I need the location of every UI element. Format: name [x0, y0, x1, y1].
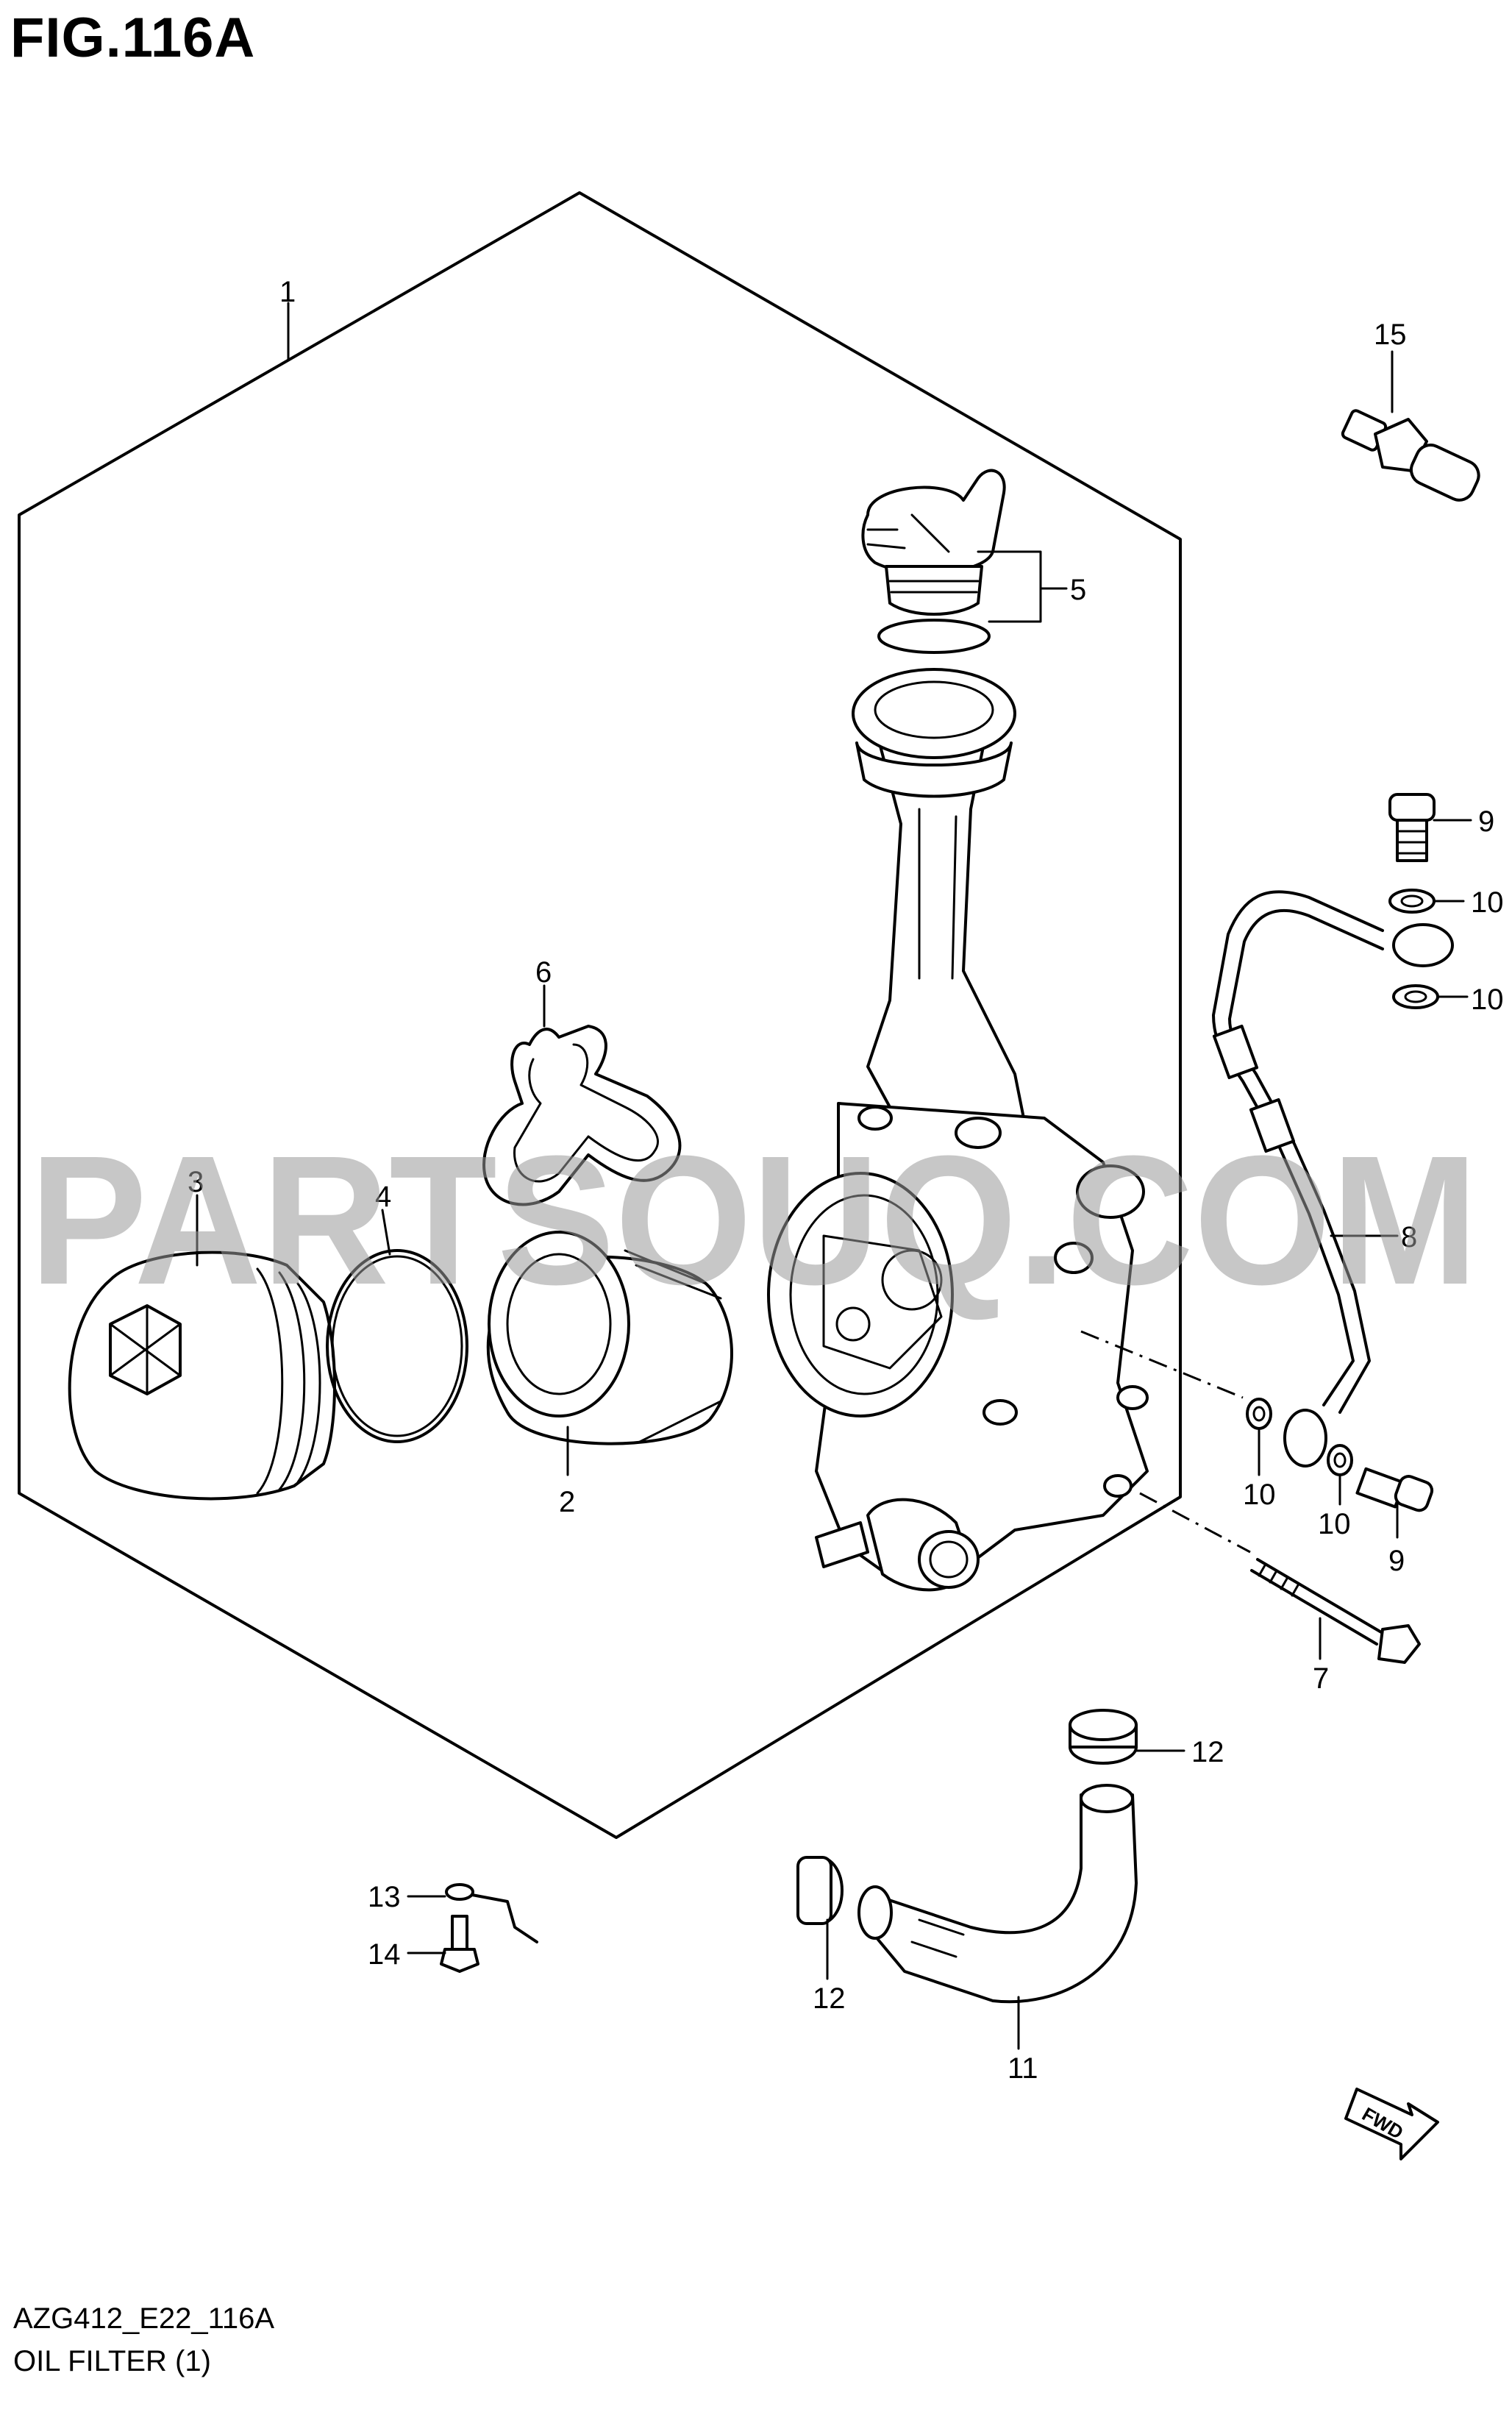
hose[interactable] [857, 1784, 1138, 2004]
gasket[interactable] [482, 1025, 682, 1206]
oil-filler-cap[interactable] [861, 469, 1006, 654]
assembly-boundary [18, 191, 1182, 1839]
callout-14: 14 [368, 1938, 401, 1971]
union-bolt-upper[interactable] [1388, 793, 1436, 862]
washer-c[interactable] [1246, 1398, 1272, 1430]
oil-filter-element[interactable] [486, 1231, 733, 1445]
hose-clamp-lower[interactable] [796, 1856, 844, 1925]
diagram-name: OIL FILTER (1) [13, 2345, 211, 2377]
oil-pipe[interactable] [1212, 890, 1454, 1468]
oil-filter-housing[interactable] [767, 668, 1149, 1592]
callout-7: 7 [1313, 1662, 1329, 1695]
callout-9-upper: 9 [1478, 805, 1494, 838]
washer-d[interactable] [1327, 1444, 1353, 1476]
callout-3: 3 [188, 1166, 204, 1198]
leader-5 [977, 550, 1068, 623]
alignment-line [1080, 1330, 1244, 1399]
callout-10-b: 10 [1471, 983, 1504, 1016]
callout-10-d: 10 [1318, 1508, 1351, 1540]
callout-11: 11 [1008, 2052, 1038, 2085]
callout-9-lower: 9 [1388, 1545, 1405, 1577]
callout-6: 6 [535, 956, 552, 989]
callout-10-a: 10 [1471, 886, 1504, 919]
callout-12-lower: 12 [813, 1982, 846, 2015]
callout-4: 4 [375, 1181, 391, 1213]
washer-b[interactable] [1392, 984, 1439, 1009]
watermark: PARTSOUQ.COM [29, 1117, 1478, 1323]
hose-clamp-upper[interactable] [1069, 1709, 1138, 1765]
wire-bracket[interactable] [445, 1883, 538, 1943]
washer-a[interactable] [1388, 889, 1436, 914]
leader-4 [381, 1209, 391, 1256]
o-ring[interactable] [326, 1249, 468, 1443]
callout-5: 5 [1070, 574, 1086, 606]
callout-8: 8 [1401, 1221, 1417, 1253]
diagram-code: AZG412_E22_116A [13, 2302, 275, 2335]
callout-1: 1 [279, 276, 296, 308]
bracket-bolt[interactable] [440, 1915, 479, 1973]
callout-13: 13 [368, 1881, 401, 1913]
alignment-line [1139, 1492, 1251, 1554]
union-bolt-lower[interactable] [1355, 1467, 1434, 1513]
callout-12-upper: 12 [1191, 1736, 1224, 1768]
oil-pressure-switch[interactable] [1341, 409, 1483, 505]
callout-15: 15 [1374, 319, 1407, 351]
callout-2: 2 [559, 1486, 575, 1518]
housing-bolt[interactable] [1250, 1558, 1421, 1664]
figure-title: FIG.116A [10, 7, 256, 69]
callout-10-c: 10 [1243, 1479, 1276, 1511]
oil-filter-cap[interactable] [68, 1251, 336, 1501]
forward-arrow-icon: FWD [1344, 2088, 1439, 2160]
